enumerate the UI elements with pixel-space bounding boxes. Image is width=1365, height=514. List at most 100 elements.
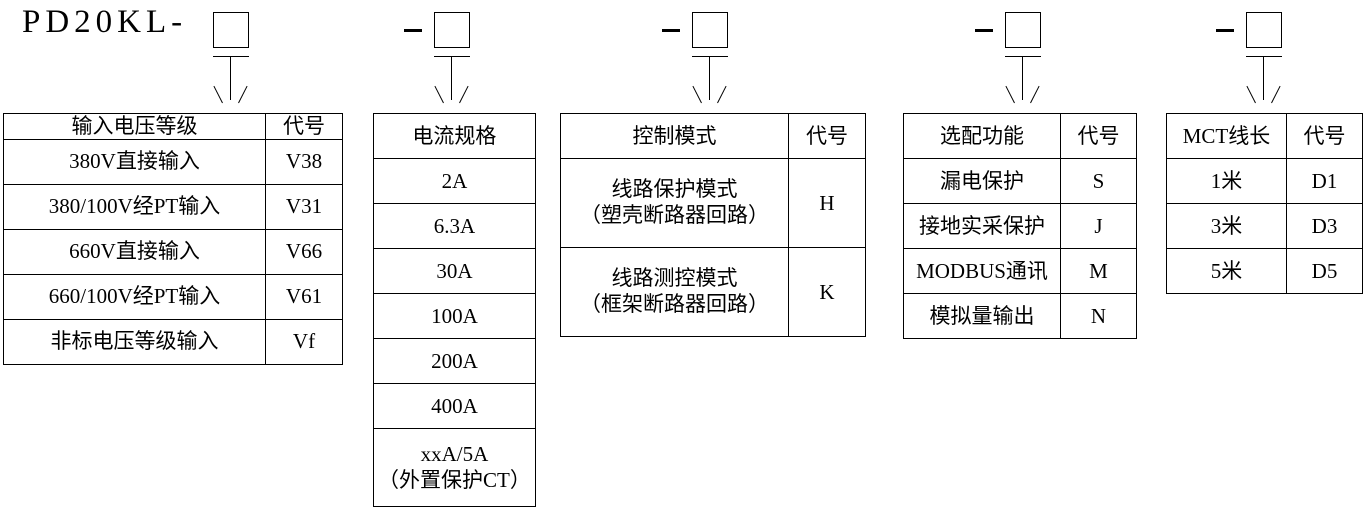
table-row: 30A xyxy=(373,248,536,294)
table-row: 380V直接输入 V38 xyxy=(3,138,343,185)
table-header-row: 电流规格 xyxy=(373,113,536,159)
table-header-row: 输入电压等级 代号 xyxy=(3,113,343,140)
cell-name: 5米 xyxy=(1166,248,1287,294)
cell-name: 380/100V经PT输入 xyxy=(3,183,266,230)
cell-code: H xyxy=(788,158,866,248)
table-header-row: 选配功能 代号 xyxy=(903,113,1137,159)
model-segment-box-3[interactable] xyxy=(692,12,728,48)
cell-name: 30A xyxy=(373,248,536,294)
cell-name: 线路测控模式 （框架断路器回路） xyxy=(560,247,789,337)
cell-name: 1米 xyxy=(1166,158,1287,204)
cell-code: N xyxy=(1060,293,1137,339)
cell-name: 400A xyxy=(373,383,536,429)
arrow-bar-1 xyxy=(213,56,249,57)
table-row: 非标电压等级输入 Vf xyxy=(3,318,343,365)
arrow-head-5 xyxy=(1246,84,1281,104)
table-row: 5米 D5 xyxy=(1166,248,1363,294)
arrow-stem-4 xyxy=(1022,56,1023,100)
arrow-bar-4 xyxy=(1005,56,1041,57)
arrow-head-4 xyxy=(1005,84,1040,104)
arrow-bar-2 xyxy=(434,56,470,57)
table-row: 模拟量输出 N xyxy=(903,293,1137,339)
cell-name-line2: （外置保护CT） xyxy=(378,467,531,492)
table-header-row: 控制模式 代号 xyxy=(560,113,866,159)
cell-name-line1: 线路保护模式 xyxy=(611,177,738,202)
cell-name: 3米 xyxy=(1166,203,1287,249)
model-prefix-label: PD20KL- xyxy=(22,4,188,40)
table-row: 100A xyxy=(373,293,536,339)
cell-name: 100A xyxy=(373,293,536,339)
table-row: 线路测控模式 （框架断路器回路） K xyxy=(560,247,866,337)
table-row: 200A xyxy=(373,338,536,384)
table-control-mode: 控制模式 代号 线路保护模式 （塑壳断路器回路） H 线路测控模式 （框架断路器… xyxy=(560,113,866,337)
arrow-stem-2 xyxy=(451,56,452,100)
arrow-head-2 xyxy=(434,84,469,104)
separator-dash-2 xyxy=(404,29,422,32)
table-mct-cable-length: MCT线长 代号 1米 D1 3米 D3 5米 D5 xyxy=(1166,113,1363,294)
column-header-name: 选配功能 xyxy=(903,113,1061,159)
cell-name: 2A xyxy=(373,158,536,204)
table-header-row: MCT线长 代号 xyxy=(1166,113,1363,159)
table-row: 660/100V经PT输入 V61 xyxy=(3,273,343,320)
cell-code: D3 xyxy=(1286,203,1363,249)
arrow-stem-3 xyxy=(709,56,710,100)
cell-name-line2: （塑壳断路器回路） xyxy=(580,203,769,227)
cell-name: 660/100V经PT输入 xyxy=(3,273,266,320)
cell-code: M xyxy=(1060,248,1137,294)
cell-name: 线路保护模式 （塑壳断路器回路） xyxy=(560,158,789,248)
cell-name: 6.3A xyxy=(373,203,536,249)
column-header-name: 输入电压等级 xyxy=(3,113,266,140)
cell-code: D5 xyxy=(1286,248,1363,294)
cell-name: 380V直接输入 xyxy=(3,138,266,185)
table-row: 380/100V经PT输入 V31 xyxy=(3,183,343,230)
cell-name: 200A xyxy=(373,338,536,384)
column-header-name: 控制模式 xyxy=(560,113,789,159)
model-segment-box-1[interactable] xyxy=(213,12,249,48)
cell-name: 非标电压等级输入 xyxy=(3,318,266,365)
column-header-code: 代号 xyxy=(1286,113,1363,159)
cell-name: MODBUS通讯 xyxy=(903,248,1061,294)
arrow-stem-1 xyxy=(230,56,231,100)
model-segment-box-2[interactable] xyxy=(434,12,470,48)
cell-name: xxA/5A （外置保护CT） xyxy=(373,428,536,507)
cell-name-line2: （框架断路器回路） xyxy=(580,292,769,316)
cell-code: J xyxy=(1060,203,1137,249)
column-header-name: MCT线长 xyxy=(1166,113,1287,159)
table-row: MODBUS通讯 M xyxy=(903,248,1137,294)
table-row: xxA/5A （外置保护CT） xyxy=(373,428,536,507)
cell-code: Vf xyxy=(265,318,343,365)
table-row: 漏电保护 S xyxy=(903,158,1137,204)
column-header-name: 电流规格 xyxy=(373,113,536,159)
table-row: 2A xyxy=(373,158,536,204)
separator-dash-5 xyxy=(1216,29,1234,32)
cell-code: V66 xyxy=(265,228,343,275)
column-header-code: 代号 xyxy=(788,113,866,159)
table-current-specification: 电流规格 2A 6.3A 30A 100A 200A 400A xxA/5A （… xyxy=(373,113,536,507)
separator-dash-3 xyxy=(662,29,680,32)
arrow-bar-5 xyxy=(1246,56,1282,57)
cell-code: V38 xyxy=(265,138,343,185)
cell-name-line1: xxA/5A xyxy=(420,441,489,466)
arrow-bar-3 xyxy=(692,56,728,57)
table-input-voltage-level: 输入电压等级 代号 380V直接输入 V38 380/100V经PT输入 V31… xyxy=(3,113,343,365)
table-optional-function: 选配功能 代号 漏电保护 S 接地实采保护 J MODBUS通讯 M 模拟量输出… xyxy=(903,113,1137,339)
cell-name-line1: 线路测控模式 xyxy=(611,266,738,291)
cell-code: V31 xyxy=(265,183,343,230)
model-segment-box-4[interactable] xyxy=(1005,12,1041,48)
table-row: 线路保护模式 （塑壳断路器回路） H xyxy=(560,158,866,248)
column-header-code: 代号 xyxy=(265,113,343,140)
cell-code: S xyxy=(1060,158,1137,204)
table-row: 6.3A xyxy=(373,203,536,249)
cell-code: D1 xyxy=(1286,158,1363,204)
cell-name: 660V直接输入 xyxy=(3,228,266,275)
arrow-head-1 xyxy=(213,84,248,104)
model-segment-box-5[interactable] xyxy=(1246,12,1282,48)
cell-name: 模拟量输出 xyxy=(903,293,1061,339)
cell-code: V61 xyxy=(265,273,343,320)
arrow-head-3 xyxy=(692,84,727,104)
table-row: 3米 D3 xyxy=(1166,203,1363,249)
table-row: 660V直接输入 V66 xyxy=(3,228,343,275)
table-row: 400A xyxy=(373,383,536,429)
cell-name: 漏电保护 xyxy=(903,158,1061,204)
